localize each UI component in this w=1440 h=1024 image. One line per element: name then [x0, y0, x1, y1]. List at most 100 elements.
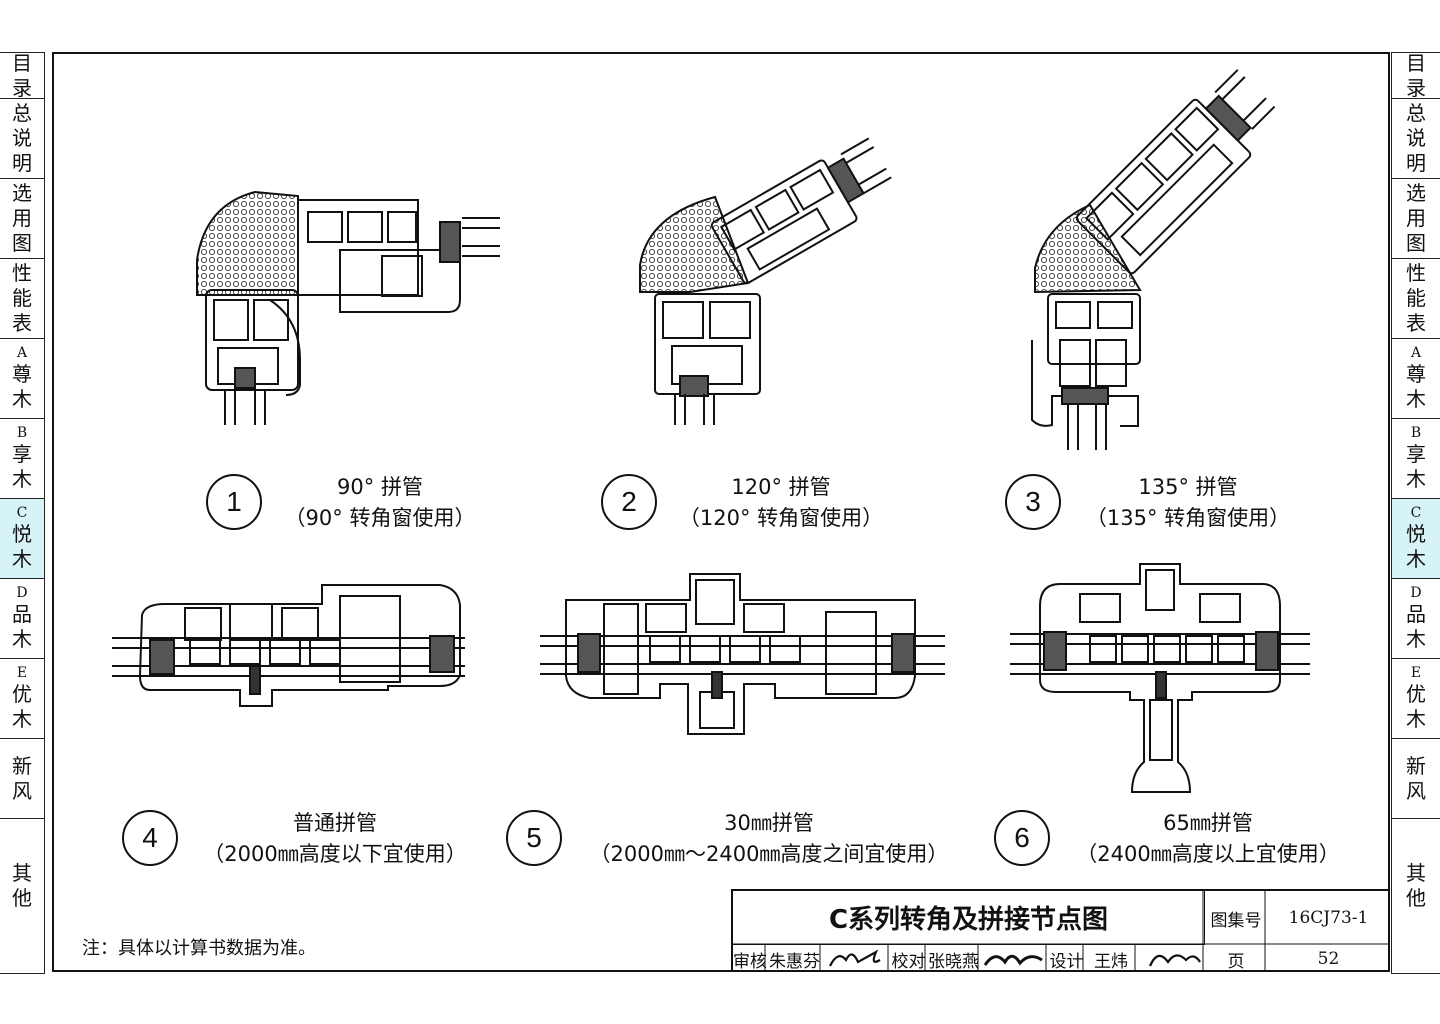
tab-label-char: 品	[12, 602, 32, 626]
tab-series-letter: E	[16, 665, 28, 681]
detail-2-title: 120° 拼管	[731, 475, 831, 499]
detail-2-usage: （120° 转角窗使用）	[678, 506, 884, 530]
detail-5-drawing	[540, 573, 945, 735]
left-index-tab[interactable]: 性能表	[0, 259, 44, 339]
tab-label-char: 录	[12, 75, 32, 100]
right-index-tab[interactable]: 选用图	[1392, 179, 1440, 259]
tab-label-char: 明	[1406, 151, 1426, 175]
tab-label-char: 风	[12, 778, 32, 803]
title-block: C系列转角及拼接节点图 图集号 16CJ73-1 审核 朱惠芬 校对 张晓燕 设…	[731, 889, 1388, 972]
detail-6-number: 6	[994, 810, 1050, 866]
right-index-tab[interactable]: 总说明	[1392, 99, 1440, 179]
tab-label-char: 明	[12, 151, 32, 175]
detail-1-caption: 90° 拼管 （90° 转角窗使用）	[270, 472, 490, 534]
right-index-tab[interactable]: 新风	[1392, 739, 1440, 819]
atlas-number: 16CJ73-1	[1288, 908, 1369, 928]
tab-label-char: 其	[12, 861, 32, 885]
detail-6-usage: （2400㎜高度以上宜使用）	[1076, 842, 1340, 866]
check-label: 校对	[891, 951, 926, 972]
page-label: 页	[1227, 951, 1245, 972]
left-index-tab[interactable]: 其他	[0, 819, 44, 953]
tab-label-char: 优	[1406, 682, 1426, 706]
detail-2-drawing	[639, 137, 892, 425]
tab-label-char: 说	[1406, 126, 1426, 150]
tab-label-char: 木	[1406, 707, 1426, 731]
right-index-tab[interactable]: 性能表	[1392, 259, 1440, 339]
tab-series-letter: D	[1410, 585, 1422, 601]
tab-label-char: 品	[1406, 602, 1426, 626]
checker-signature	[983, 954, 1043, 966]
tab-label-char: 新	[12, 753, 32, 778]
tab-label-char: 尊	[1406, 362, 1426, 386]
tab-label-char: 木	[12, 387, 32, 411]
checker-name: 张晓燕	[928, 951, 979, 972]
detail-2-caption: 120° 拼管 （120° 转角窗使用）	[665, 472, 897, 534]
drawing-frame	[52, 52, 1390, 972]
tab-label-char: 木	[1406, 387, 1426, 411]
drawing-title: C系列转角及拼接节点图	[733, 891, 1205, 945]
left-index-tab[interactable]: 总说明	[0, 99, 44, 179]
tab-series-letter: E	[1410, 665, 1422, 681]
tab-label-char: 能	[12, 286, 32, 310]
tab-label-char: 选	[1406, 181, 1426, 205]
reviewer-signature	[829, 949, 881, 967]
tab-label-char: 木	[1406, 627, 1426, 651]
tab-series-letter: A	[1410, 345, 1422, 361]
left-index-tab[interactable]: 选用图	[0, 179, 44, 259]
tab-label-char: 录	[1406, 75, 1426, 100]
tab-label-char: 享	[12, 442, 32, 466]
tab-label-char: 总	[1406, 101, 1426, 125]
tab-label-char: 尊	[12, 362, 32, 386]
detail-3-drawing	[1031, 69, 1276, 450]
tab-label-char: 用	[12, 206, 32, 230]
detail-5-usage: （2000㎜～2400㎜高度之间宜使用）	[589, 842, 949, 866]
tab-series-letter: C	[1410, 505, 1422, 521]
detail-6-drawing	[1010, 563, 1310, 793]
tab-label-char: 图	[1406, 231, 1426, 255]
tab-label-char: 他	[1406, 886, 1426, 910]
tab-label-char: 新	[1406, 753, 1426, 778]
detail-4-title: 普通拼管	[293, 811, 377, 835]
tab-label-char: 表	[1406, 311, 1426, 335]
reviewer-name: 朱惠芬	[769, 951, 820, 972]
detail-6-caption: 65㎜拼管 （2400㎜高度以上宜使用）	[1062, 808, 1354, 870]
detail-1-number: 1	[206, 474, 262, 530]
detail-6-title: 65㎜拼管	[1163, 811, 1253, 835]
detail-3-title: 135° 拼管	[1138, 475, 1238, 499]
detail-4-caption: 普通拼管 （2000㎜高度以下宜使用）	[190, 808, 480, 870]
detail-4-number: 4	[122, 810, 178, 866]
detail-5-title: 30㎜拼管	[724, 811, 814, 835]
right-index-tab[interactable]: 其他	[1392, 819, 1440, 953]
right-index-tab[interactable]: 目录	[1392, 50, 1440, 100]
detail-2-number: 2	[601, 474, 657, 530]
tab-label-char: 目	[1406, 50, 1426, 75]
tab-label-char: 木	[12, 707, 32, 731]
tab-label-char: 说	[12, 126, 32, 150]
atlas-label: 图集号	[1210, 910, 1262, 931]
left-index-tab[interactable]: 新风	[0, 739, 44, 819]
detail-3-number: 3	[1005, 474, 1061, 530]
detail-4-drawing	[112, 584, 465, 707]
tab-label-char: 木	[1406, 547, 1426, 571]
tab-label-char: 性	[1406, 261, 1426, 285]
tab-label-char: 悦	[12, 522, 32, 546]
tab-label-char: 木	[1406, 467, 1426, 491]
review-label: 审核	[733, 951, 767, 972]
designer-name: 王炜	[1094, 951, 1128, 972]
tab-label-char: 性	[12, 261, 32, 285]
tab-series-letter: A	[16, 345, 28, 361]
tab-label-char: 目	[12, 50, 32, 75]
left-index-tab[interactable]: 目录	[0, 50, 44, 100]
